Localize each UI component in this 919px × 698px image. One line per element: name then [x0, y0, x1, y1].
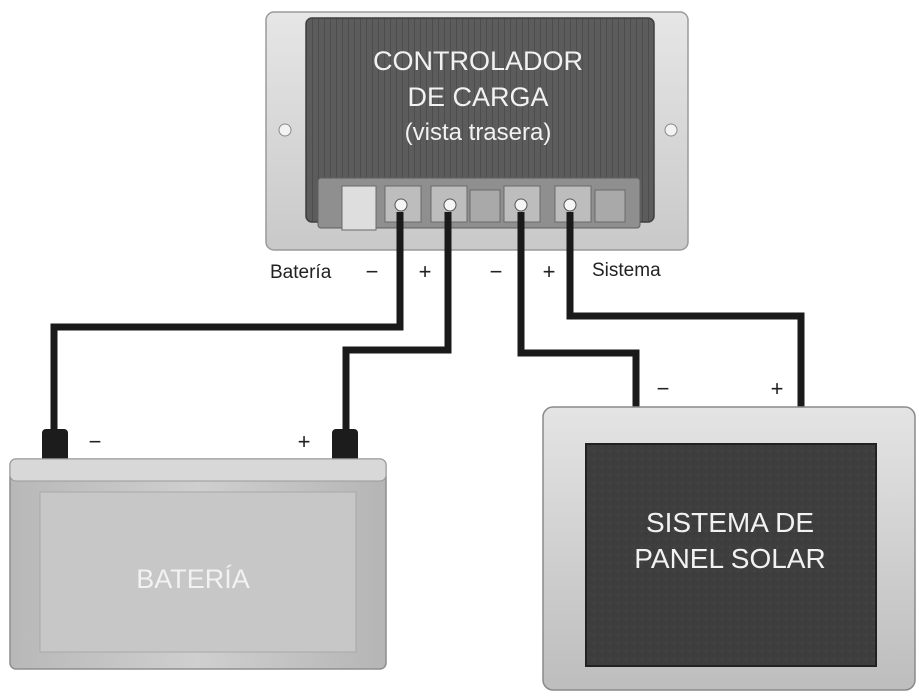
panel-terminal-plus: + — [543, 259, 556, 284]
battery-negative-post — [42, 429, 68, 463]
panel-title-line2: PANEL SOLAR — [634, 543, 825, 574]
system-terminal-label: Sistema — [592, 260, 661, 281]
battery-label: BATERÍA — [136, 564, 250, 594]
wire-panel-positive — [566, 212, 805, 408]
battery: − + BATERÍA — [9, 429, 387, 670]
battery-positive-post — [332, 429, 358, 463]
mounting-screw-left-icon — [278, 123, 292, 137]
wires — [50, 212, 805, 440]
panel-terminal-minus: − — [490, 259, 503, 284]
terminal-block-4 — [469, 189, 501, 223]
wire-panel-negative — [517, 212, 640, 408]
terminal-screw-icon — [514, 198, 528, 212]
controller-title-line1: CONTROLADOR — [373, 46, 583, 76]
panel-minus-mark: − — [657, 376, 670, 401]
wire-battery-negative — [50, 212, 404, 440]
controller-title-line2: DE CARGA — [407, 82, 548, 112]
battery-plus-mark: + — [298, 429, 311, 454]
panel-title-line1: SISTEMA DE — [646, 507, 814, 538]
battery-minus-mark: − — [89, 429, 102, 454]
terminal-screw-icon — [394, 198, 408, 212]
panel-plus-mark: + — [771, 376, 784, 401]
terminal-screw-icon — [563, 198, 577, 212]
mounting-screw-right-icon — [664, 123, 678, 137]
terminal-screw-icon — [443, 198, 457, 212]
battery-terminal-plus: + — [419, 259, 432, 284]
terminal-block-7 — [594, 189, 626, 223]
battery-terminal-minus: − — [366, 259, 379, 284]
solar-panel: − + SISTEMA DE PANEL SOLAR — [542, 376, 916, 691]
wire-battery-positive — [342, 212, 452, 440]
terminal-block-1 — [341, 185, 377, 231]
controller-title-line3: (vista trasera) — [405, 119, 552, 146]
charge-controller: CONTROLADOR DE CARGA (vista trasera) — [265, 11, 689, 251]
battery-terminal-label: Batería — [270, 262, 332, 283]
